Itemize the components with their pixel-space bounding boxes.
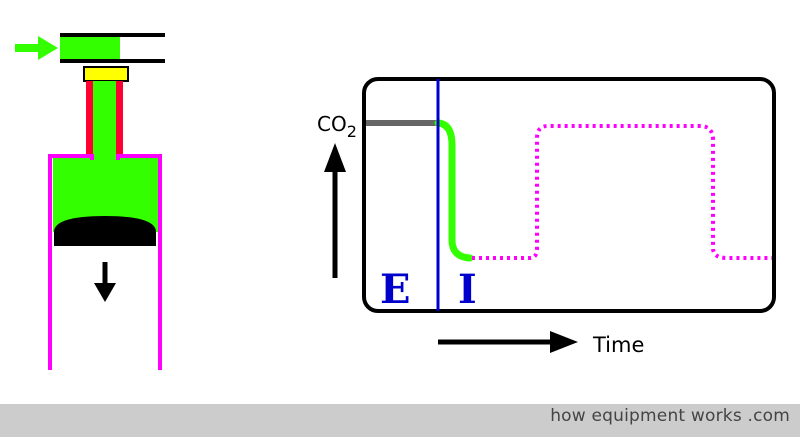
tube-right-wall — [116, 81, 123, 161]
x-axis-arrow-icon — [438, 331, 578, 353]
phase-label-expiration: E — [380, 266, 411, 313]
footer-bar — [0, 404, 800, 437]
piston-assembly — [15, 33, 165, 370]
x-axis-label: Time — [592, 333, 644, 357]
upcoming-waveform — [472, 124, 772, 260]
phase-label-inspiration: I — [458, 266, 477, 313]
y-axis-label: CO2 — [317, 112, 357, 141]
capnogram: CO2 Time E I — [317, 77, 776, 357]
cylinder-gas — [53, 157, 158, 232]
down-arrow-icon — [94, 262, 116, 302]
piston-head — [54, 216, 156, 246]
right-arrow-icon — [15, 36, 58, 60]
inspiratory-downstroke — [434, 119, 474, 262]
footer-credit: how equipment works .com — [550, 406, 790, 426]
y-axis-arrow-icon — [324, 143, 346, 278]
tube-left-wall — [86, 81, 93, 161]
inflow-gas — [60, 35, 120, 61]
cylinder-right-wall — [116, 154, 162, 370]
capnogram-frame — [362, 77, 776, 313]
valve — [83, 66, 129, 82]
cylinder-left-wall — [48, 154, 94, 370]
